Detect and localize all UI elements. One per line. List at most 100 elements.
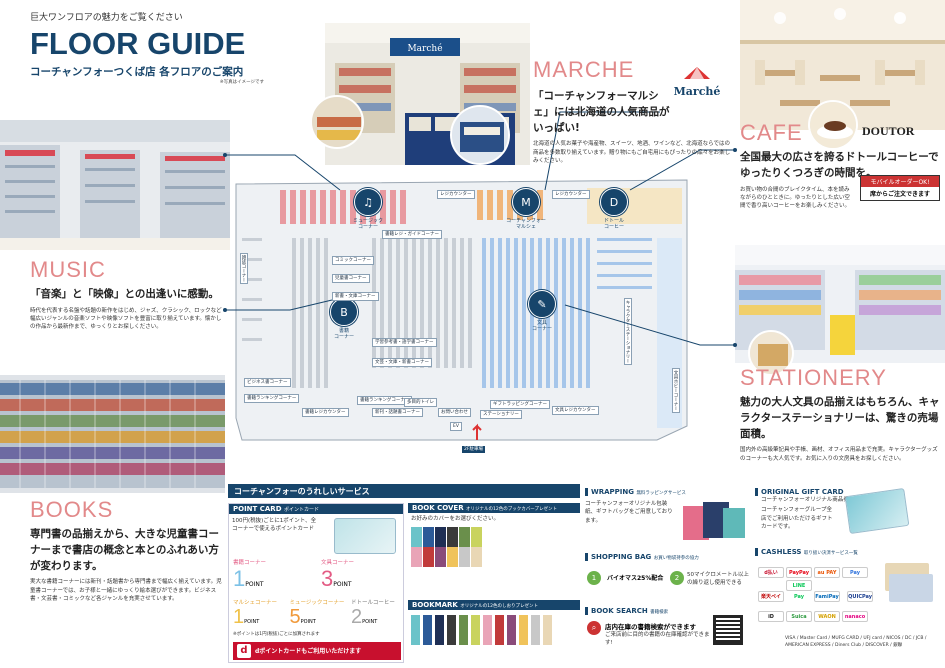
d-point-icon: d bbox=[237, 644, 251, 658]
map-tag: 文具レジカウンター bbox=[552, 406, 599, 415]
credit-card-images bbox=[885, 558, 935, 608]
stationery-zone-icon[interactable]: ✎ bbox=[528, 290, 556, 318]
books-zone-icon[interactable]: B bbox=[330, 298, 358, 326]
stationery-photo bbox=[735, 245, 945, 363]
marche-zone-icon[interactable]: M bbox=[512, 188, 540, 216]
page-subtitle: コーチャンフォーつくば店 各フロアのご案内 bbox=[30, 66, 244, 78]
music-zone-icon[interactable]: ♫ bbox=[354, 188, 382, 216]
bookmark-section: BOOKMARK オリジナルの12色のしおりプレゼント bbox=[408, 600, 580, 663]
qr-code bbox=[713, 615, 743, 645]
point-card-section: POINT CARD ポイントカード 100円(税抜)ごとに1ポイント、全コーナ… bbox=[228, 503, 404, 663]
marche-title: MARCHE bbox=[533, 57, 635, 82]
cashless-head: CASHLESS 取り扱い決済サービス一覧 bbox=[755, 548, 940, 556]
credit-cards: VISA / Master Card / MUFG CARD / UFJ car… bbox=[785, 636, 927, 648]
bookmark-swatches bbox=[408, 610, 580, 650]
paypay-icon: PayPay bbox=[786, 567, 812, 578]
book-search-section: BOOK SEARCH 書籍検索 ⌕ 店内在庫の書籍検索ができます ご来店前に目… bbox=[585, 607, 751, 663]
map-tag: 書籍レジカウンター bbox=[302, 408, 349, 417]
cafe-zone-icon[interactable]: D bbox=[600, 188, 628, 216]
line-pay-icon: LINE Pay bbox=[786, 580, 812, 600]
map-tag: キャラクターステーショナリー bbox=[624, 298, 632, 365]
header: 巨大ワンフロアの魅力をご覧ください FLOOR GUIDE コーチャンフォーつく… bbox=[30, 10, 300, 120]
point-footnote: ※ポイントは1円(税抜)ごとに加算されます bbox=[233, 632, 320, 637]
marche-zone-label: コーチャンフォー マルシェ bbox=[506, 218, 546, 230]
wrapping-head: WRAPPING 無料ラッピングサービス bbox=[585, 488, 751, 496]
cafe-title: CAFE bbox=[740, 120, 803, 145]
svg-text:Marché: Marché bbox=[407, 43, 442, 54]
marche-inset-photo bbox=[310, 95, 364, 149]
suica-icon: Suica bbox=[786, 611, 812, 622]
gift-card-section: ORIGINAL GIFT CARD コーチャンフォーオリジナル商品券 コーチャ… bbox=[755, 488, 940, 550]
floor-map: ♫ ミュージック コーナー M コーチャンフォー マルシェ D ドトール コーヒ… bbox=[232, 178, 694, 460]
map-tag: 学習参考書・語学書コーナー bbox=[372, 338, 437, 347]
tagline: 巨大ワンフロアの魅力をご覧ください bbox=[30, 13, 183, 23]
wrapping-section: WRAPPING 無料ラッピングサービス コーチャンフォーオリジナル包装紙、ギフ… bbox=[585, 488, 751, 550]
map-tag: ギフトラッピングコーナー bbox=[490, 400, 550, 409]
books-section: BOOKS 専門書の品揃えから、大きな児童書コーナーまで書店の概念と本とのふれあ… bbox=[30, 497, 225, 603]
map-tag: お問い合わせ bbox=[438, 408, 471, 417]
stationery-body: 国内外の高級筆記具や手帳、画材、オフィス用品まで充実。キャラクターグッズのコーナ… bbox=[740, 447, 938, 462]
book-search-head: BOOK SEARCH 書籍検索 bbox=[585, 607, 751, 615]
book-cover-desc: お好みのカバーをお選びください。 bbox=[411, 516, 500, 522]
map-tag: 雑誌コーナー bbox=[240, 253, 248, 284]
book-search-main: 店内在庫の書籍検索ができます bbox=[605, 623, 696, 631]
books-body: 実大な書籍コーナーには新刊・話題書から専門書まで幅広く揃えています。児童書コーナ… bbox=[30, 579, 222, 602]
d-pay-icon: d払い bbox=[758, 567, 784, 578]
coffee-cup-photo bbox=[808, 100, 858, 150]
stationery-section: STATIONERY 魅力の大人文具の品揃えはもちろん、キャラクターステーショナ… bbox=[740, 365, 940, 463]
books-photo bbox=[0, 375, 225, 493]
map-tag: 新刊・話題書コーナー bbox=[372, 408, 423, 417]
shopping-bag-head: SHOPPING BAG お買い物袋持参の協力 bbox=[585, 553, 751, 561]
id-icon: iD bbox=[758, 611, 784, 622]
map-tag: ステーショナリー bbox=[480, 410, 522, 419]
search-icon: ⌕ bbox=[587, 621, 601, 635]
point-card-head: POINT CARD ポイントカード bbox=[229, 504, 403, 514]
rakuten-pay-icon: 楽天ペイ bbox=[758, 591, 784, 602]
gift-card-head: ORIGINAL GIFT CARD bbox=[755, 488, 940, 496]
stationery-inset-photo bbox=[748, 330, 794, 376]
cafe-body: お買い物の合間のブレイクタイム、本を読みながらのひとときに。ゆったりとした広い空… bbox=[740, 186, 851, 210]
bag-note: 50マイクロメートル以上の繰り返し使用できる bbox=[687, 572, 749, 587]
music-photo bbox=[0, 120, 230, 250]
marche-body: 北海道の人気お菓子や海産物、スイーツ、地酒、ワインなど、北海道ならではの商品を多… bbox=[533, 141, 731, 164]
map-tag: レジカウンター bbox=[552, 190, 590, 199]
book-search-desc: ご来店前に目的の書籍の在庫確認ができます! bbox=[605, 632, 710, 647]
doutor-logo: DOUTOR bbox=[862, 124, 915, 138]
reusable-icon: 2 bbox=[670, 571, 684, 585]
music-headline: 「音楽」と「映像」との出逢いに感動。 bbox=[30, 288, 219, 300]
cover-swatches bbox=[408, 525, 580, 569]
books-zone-label: 書籍 コーナー bbox=[333, 328, 354, 340]
aupay-icon: au PAY bbox=[814, 567, 840, 578]
marche-logo: Marché bbox=[673, 65, 721, 105]
marche-section: MARCHE Marché 「コーチャンフォーマルシェ」には北海道の人気商品がい… bbox=[533, 57, 733, 165]
d-point-banner: d dポイントカードもご利用いただけます bbox=[233, 642, 401, 660]
ev-tag: EV bbox=[450, 422, 462, 431]
waon-icon: WAON bbox=[814, 611, 840, 622]
photo-note: ※写真はイメージです bbox=[219, 80, 264, 85]
cafe-headline: 全国最大の広さを誇るドトールコーヒーでゆったりくつろぎの時間を。 bbox=[740, 151, 939, 179]
point-card-desc: 100円(税抜)ごとに1ポイント、全コーナーで使えるポイントカード bbox=[232, 518, 317, 533]
map-tag: 文具ホビーコーナー bbox=[672, 368, 680, 413]
pay-icon: Pay bbox=[842, 567, 868, 578]
wrapping-desc: コーチャンフォーオリジナル包装紙、ギフトバッグをご用意しております。 bbox=[585, 501, 673, 524]
map-tag: ビジネス書コーナー bbox=[244, 378, 291, 387]
cafe-section: CAFE DOUTOR 全国最大の広さを誇るドトールコーヒーでゆったりくつろぎの… bbox=[740, 120, 940, 210]
stationery-title: STATIONERY bbox=[740, 365, 887, 390]
map-tag: 児童書コーナー bbox=[332, 274, 370, 283]
stationery-zone-label: 文具 コーナー bbox=[531, 320, 552, 332]
map-tag: レジカウンター bbox=[437, 190, 475, 199]
bookmark-head: BOOKMARK オリジナルの12色のしおりプレゼント bbox=[408, 600, 580, 610]
gift-card-image bbox=[844, 488, 910, 534]
music-title: MUSIC bbox=[30, 257, 106, 282]
stationery-headline: 魅力の大人文具の品揃えはもちろん、キャラクターステーショナリーは、驚きの売場面積… bbox=[740, 396, 940, 440]
book-cover-head: BOOK COVER オリジナルの12色のブックカバープレゼント bbox=[408, 503, 580, 513]
services-title-bar: コーチャンフォーのうれしいサービス bbox=[228, 484, 580, 498]
nanaco-icon: nanaco bbox=[842, 611, 868, 622]
